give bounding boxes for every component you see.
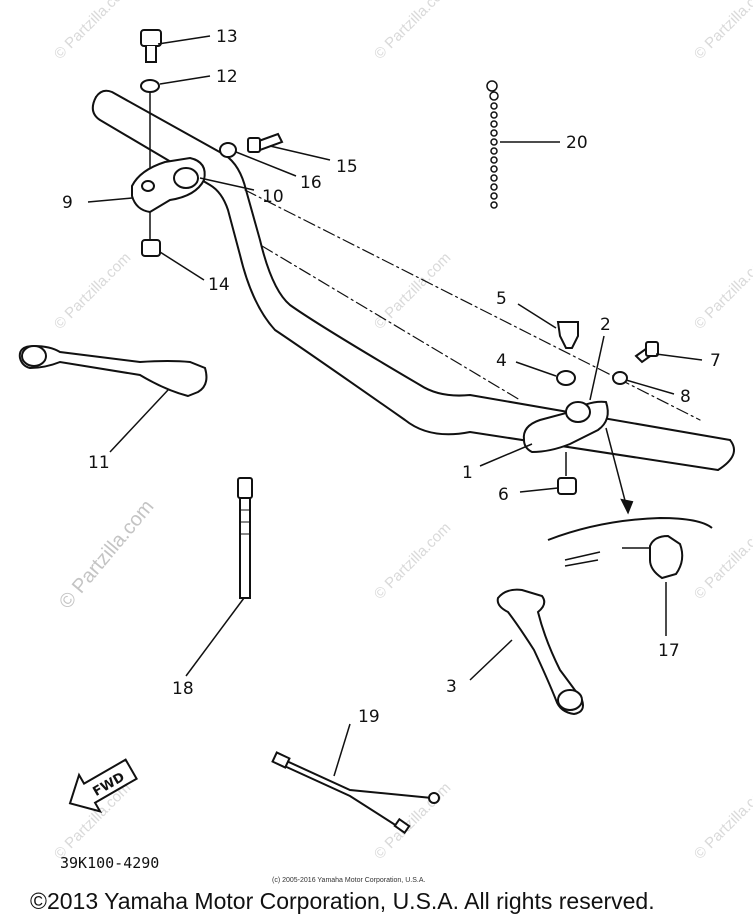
- watermark: © Partzilla.com: [691, 0, 753, 63]
- watermark: © Partzilla.com: [691, 249, 753, 332]
- callout-18: 18: [172, 679, 194, 699]
- callout-19: 19: [358, 707, 380, 727]
- washer-12: [140, 79, 160, 93]
- small-credit: (c) 2005-2016 Yamaha Motor Corporation, …: [272, 877, 425, 884]
- watermark: © Partzilla.com: [371, 779, 454, 862]
- nut-6: [557, 477, 577, 495]
- callout-7: 7: [710, 351, 721, 371]
- watermark: © Partzilla.com: [55, 496, 158, 613]
- callout-5: 5: [496, 289, 507, 309]
- callout-13: 13: [216, 27, 238, 47]
- callout-6: 6: [498, 485, 509, 505]
- washer-4: [556, 370, 576, 386]
- watermarks: © Partzilla.com © Partzilla.com © Partzi…: [51, 0, 753, 863]
- callout-12: 12: [216, 67, 238, 87]
- wire-19: [271, 751, 440, 835]
- right-perch-assembly: [522, 321, 659, 495]
- cable-tie-18: [237, 477, 253, 599]
- washer-8: [612, 371, 628, 385]
- callout-4: 4: [496, 351, 507, 371]
- nut-14: [141, 239, 161, 257]
- chain-20: [486, 80, 499, 209]
- watermark: © Partzilla.com: [371, 0, 454, 63]
- lever-11: [18, 344, 208, 398]
- watermark: © Partzilla.com: [371, 519, 454, 602]
- left-perch-assembly: [131, 29, 284, 257]
- callout-9: 9: [62, 193, 73, 213]
- callout-14: 14: [208, 275, 230, 295]
- callout-11: 11: [88, 453, 110, 473]
- watermark: © Partzilla.com: [691, 519, 753, 602]
- callout-2: 2: [600, 315, 611, 335]
- callout-3: 3: [446, 677, 457, 697]
- callout-10: 10: [262, 187, 284, 207]
- callout-16: 16: [300, 173, 322, 193]
- callout-8: 8: [680, 387, 691, 407]
- callout-17: 17: [658, 641, 680, 661]
- lever-3: [496, 588, 584, 716]
- callout-15: 15: [336, 157, 358, 177]
- watermark: © Partzilla.com: [691, 779, 753, 862]
- callout-numbers: 13 12 9 10 16 15 14 11 20 5 2 4 7 8 1 6 …: [62, 27, 721, 727]
- copyright-footer: ©2013 Yamaha Motor Corporation, U.S.A. A…: [30, 888, 655, 914]
- part-code: 39K100-4290: [60, 854, 159, 872]
- washer-16: [219, 142, 237, 158]
- watermark: © Partzilla.com: [51, 249, 134, 332]
- leader-lines: [87, 35, 703, 777]
- bolt-5: [556, 321, 579, 349]
- switch-detail-17: [547, 427, 713, 580]
- watermark: © Partzilla.com: [51, 0, 134, 63]
- callout-20: 20: [566, 133, 588, 153]
- callout-1: 1: [462, 463, 473, 483]
- watermark: © Partzilla.com: [371, 249, 454, 332]
